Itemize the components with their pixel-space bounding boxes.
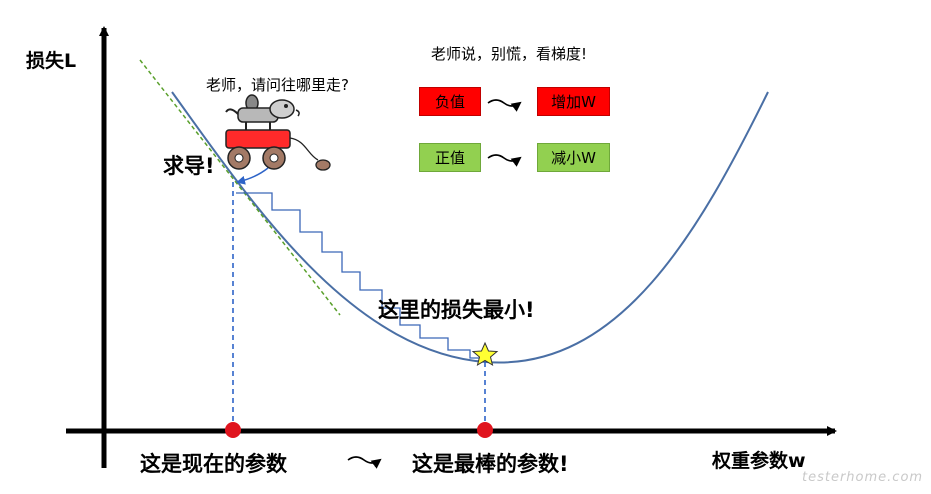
y-axis-label: 损失L [26,50,77,72]
derivative-arrow [236,167,269,185]
negative-gradient-box: 负值 [419,87,481,116]
robot-dog-icon [225,94,331,171]
current-params-label: 这是现在的参数 [140,452,287,476]
loss-curve [171,91,769,364]
descent-steps [236,192,484,359]
derivative-label: 求导! [163,154,215,178]
decrease-w-box: 减小W [537,143,610,172]
best-param-point [477,422,493,438]
current-param-point [225,422,241,438]
best-params-label: 这是最棒的参数! [412,452,569,476]
squiggle-arrow-2 [487,154,522,167]
minimum-label: 这里的损失最小! [378,298,535,322]
bottom-squiggle-arrow [347,456,382,469]
robot-question: 老师，请问往哪里走? [206,76,349,94]
squiggle-arrow-1 [487,99,522,112]
increase-w-box: 增加W [537,87,610,116]
tangent-line [139,59,341,316]
watermark: testerhome.com [802,470,924,485]
positive-gradient-box: 正值 [419,143,481,172]
minimum-star-icon [471,341,499,367]
x-axis-label: 权重参数w [712,450,806,472]
legend-title: 老师说，别慌，看梯度! [431,45,588,63]
